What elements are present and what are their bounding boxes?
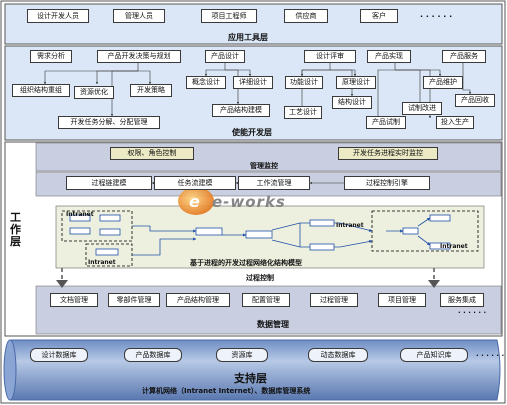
item-product-design: 产品设计 — [205, 50, 245, 63]
support-layer-title: 支持层 — [234, 372, 267, 385]
data-more: · · · · · · — [458, 309, 487, 317]
user-box-supplier: 供应商 — [284, 9, 328, 23]
item-structure-modeling: 产品结构建模 — [212, 104, 270, 117]
item-principle-design: 原理设计 — [336, 76, 376, 89]
user-more: · · · · · · — [420, 12, 453, 21]
intranet-label-bottom: Intranet — [88, 259, 116, 266]
item-org-restructure: 组织结构重组 — [12, 84, 70, 97]
control-realtime-monitor: 开发任务进程实时监控 — [338, 147, 438, 160]
app-layer-title: 应用工具层 — [228, 33, 268, 42]
network-links — [61, 210, 479, 267]
item-dev-strategy: 开发策略 — [130, 84, 172, 97]
process-chain-modeling: 过程链建模 — [66, 176, 152, 190]
db-product: 产品数据库 — [124, 348, 182, 362]
svg-text:e-works: e-works — [212, 193, 286, 211]
item-function-design: 功能设计 — [285, 76, 323, 89]
task-flow-modeling: 任务流建模 — [154, 176, 236, 190]
data-process-mgmt: 过程管理 — [310, 293, 358, 307]
watermark-logo: e e-works — [178, 187, 286, 215]
process-control-title: 过程控制 — [246, 274, 274, 282]
process-control-arrows — [61, 268, 435, 284]
data-service-integration: 服务集成 — [440, 293, 484, 307]
item-task-decomposition: 开发任务分解、分配管理 — [58, 116, 160, 129]
item-resource-optimization: 资源优化 — [74, 86, 114, 99]
item-structure-design: 结构设计 — [332, 96, 372, 109]
db-more: · · · · · · — [476, 352, 505, 360]
data-document-mgmt: 文档管理 — [50, 293, 98, 307]
intranet-label-left: Intranet — [66, 211, 94, 218]
item-product-service: 产品服务 — [442, 50, 486, 63]
process-control-engine: 过程控制引擎 — [344, 176, 430, 190]
control-permissions: 权限、角色控制 — [110, 147, 194, 160]
user-box-designer: 设计开发人员 — [27, 9, 89, 23]
item-trial-improvement: 试制改进 — [402, 102, 442, 115]
db-resource: 资源库 — [216, 348, 268, 362]
support-layer-subtitle: 计算机网络（Intranet Internet）、数据库管理系统 — [142, 387, 311, 395]
data-parts-mgmt: 零部件管理 — [108, 293, 160, 307]
item-put-into-production: 投入生产 — [436, 116, 474, 129]
db-dynamic: 动态数据库 — [308, 348, 368, 362]
intranet-label-middle: Intranet — [336, 222, 364, 229]
item-decision-planning: 产品开发决策与规划 — [97, 50, 181, 63]
enabling-layer-title: 使能开发层 — [232, 128, 272, 137]
item-trial-production: 产品试制 — [366, 116, 406, 129]
item-design-review: 设计评审 — [304, 50, 356, 63]
network-caption: 基于进程的开发过程网络化结构模型 — [190, 259, 302, 267]
item-detailed-design: 详细设计 — [233, 76, 273, 89]
monitor-title: 管理监控 — [250, 162, 278, 170]
db-knowledge: 产品知识库 — [400, 348, 468, 362]
item-concept-design: 概念设计 — [186, 76, 226, 89]
work-layer-title: 工作层 — [10, 211, 21, 249]
workflow-management: 工作流管理 — [238, 176, 310, 190]
user-box-manager: 管理人员 — [113, 9, 165, 23]
svg-text:e: e — [189, 192, 200, 211]
support-cylinder-cap — [3, 339, 17, 401]
db-design: 设计数据库 — [30, 348, 88, 362]
item-product-recycling: 产品回收 — [455, 94, 495, 107]
item-product-realization: 产品实现 — [367, 50, 411, 63]
intranet-label-right: Intranet — [440, 243, 468, 250]
process-control-arrowheads — [56, 280, 440, 288]
data-management-title: 数据管理 — [257, 320, 289, 329]
data-project-mgmt: 项目管理 — [378, 293, 426, 307]
data-structure-mgmt: 产品结构管理 — [166, 293, 230, 307]
user-box-customer: 客户 — [360, 9, 398, 23]
item-product-maintenance: 产品维护 — [423, 76, 463, 89]
item-requirements: 需求分析 — [30, 50, 72, 63]
data-config-mgmt: 配置管理 — [242, 293, 290, 307]
item-process-design: 工艺设计 — [284, 106, 322, 119]
network-nodes — [69, 214, 451, 256]
user-box-engineer: 项目工程师 — [201, 9, 257, 23]
